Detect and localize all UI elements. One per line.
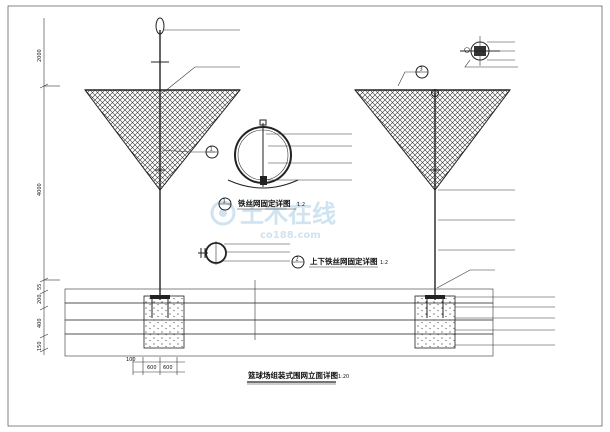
dim-100: 100 [126,357,136,363]
callout-1-number: 1 [210,147,213,153]
footing-right [414,295,456,349]
dim-4000: 4000 [37,183,43,196]
dim-400: 400 [37,318,43,328]
dim-600-b: 600 [163,365,173,371]
main-scale: 1:20 [338,374,349,380]
right-post-assembly [353,71,515,318]
detail2-scale: 1:2 [380,260,388,266]
dim-55: 55 [37,284,43,290]
drawing-frame [7,5,603,427]
svg-text:1: 1 [223,199,226,205]
detail1-scale: 1:2 [297,202,305,208]
detail1-title: 铁丝网固定详图 [238,198,291,208]
dim-200: 200 [37,294,43,304]
left-post-lamp [155,17,165,35]
detail1-title-group: 1 铁丝网固定详图 1:2 [218,197,305,211]
callout-1: 1 [205,145,219,159]
bottom-dimension-chain: 100 600 600 [126,357,185,375]
footing-left [143,295,185,349]
detail-wire-mesh-fixing [227,119,352,189]
watermark-url: co188.com [260,230,321,241]
main-title-group: 篮球场组装式围网立面详图 1:20 [247,370,349,385]
callout-3-number: 3 [420,67,423,73]
left-net-triangle [84,89,242,191]
main-title: 篮球场组装式围网立面详图 [247,370,338,380]
detail-top-clamp [460,36,518,68]
watermark-logo: 土木在线 co188.com [210,200,336,241]
detail-upper-lower-mesh-fixing [198,241,290,265]
left-post-assembly [84,17,242,318]
detail2-title-group: 2 上下铁丝网固定详图 1:2 [291,255,388,269]
dim-2000: 2000 [37,49,43,62]
svg-text:2: 2 [296,257,299,263]
right-net-triangle [353,89,511,191]
detail2-title: 上下铁丝网固定详图 [310,256,378,266]
watermark-brand: 土木在线 [240,200,336,228]
dim-150: 150 [37,341,43,351]
dim-600-a: 600 [147,365,157,371]
callout-3: 3 [415,65,429,79]
ground-leaders [455,296,555,346]
left-dimension-chain: 2000 4000 55 200 400 150 [37,18,60,355]
ground-section [64,280,494,357]
